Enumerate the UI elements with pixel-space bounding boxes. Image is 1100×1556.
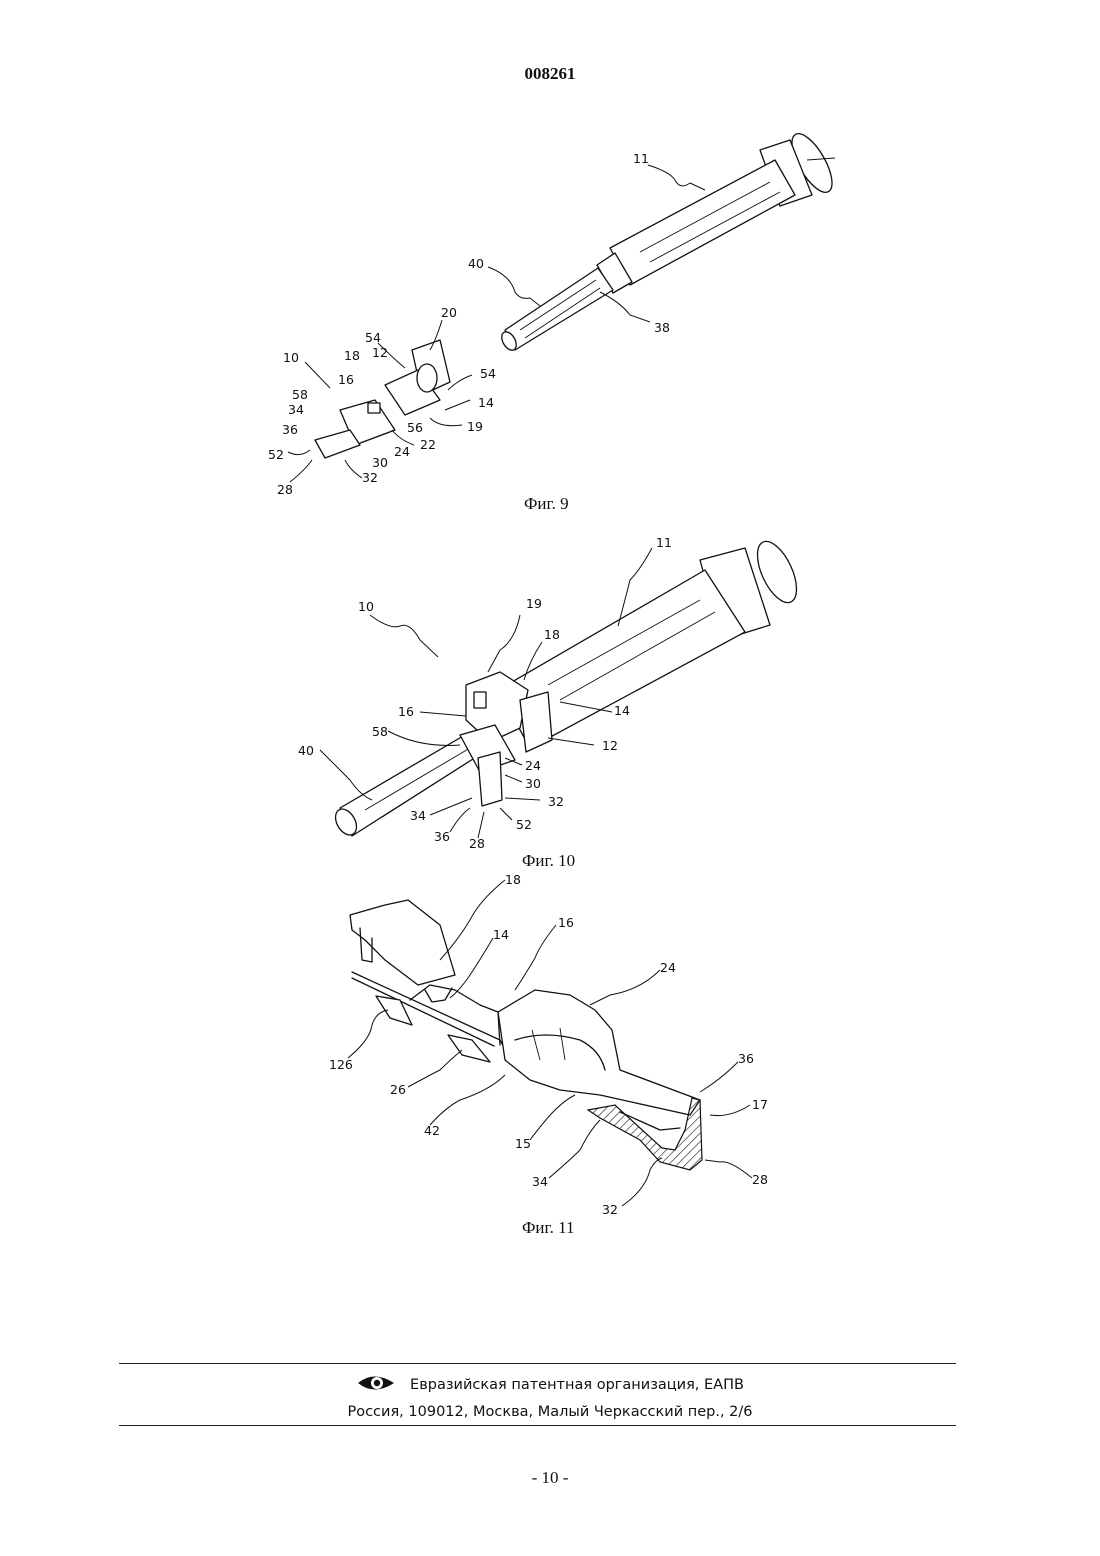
fig9-label-14: 14: [478, 395, 494, 410]
figure-11-drawing: 18 14 16 24 126 26 36 42 17 15 34 28 32: [0, 868, 1100, 1218]
fig9-label-36: 36: [282, 422, 298, 437]
footer-address: Россия, 109012, Москва, Малый Черкасский…: [0, 1404, 1100, 1420]
fig11-label-42: 42: [424, 1123, 440, 1138]
fig9-syringe: [499, 128, 840, 353]
footer-organization: Евразийская патентная организация, ЕАПВ: [410, 1377, 744, 1393]
fig9-label-20: 20: [441, 305, 457, 320]
fig9-label-58: 58: [292, 387, 308, 402]
fig10-label-19: 19: [526, 596, 542, 611]
fig10-label-18: 18: [544, 627, 560, 642]
fig9-label-32: 32: [362, 470, 378, 485]
eye-logo-icon: [356, 1372, 396, 1398]
fig10-label-11: 11: [656, 535, 672, 550]
fig9-label-54b: 54: [480, 366, 496, 381]
fig9-label-40: 40: [468, 256, 484, 271]
fig10-label-58: 58: [372, 724, 388, 739]
fig10-label-34: 34: [410, 808, 426, 823]
fig10-label-24: 24: [525, 758, 541, 773]
fig9-label-38: 38: [654, 320, 670, 335]
fig10-label-52: 52: [516, 817, 532, 832]
fig10-label-12: 12: [602, 738, 618, 753]
figure-10-drawing: 11 19 10 18 16 14 58 40 12 24 30 34 32 3…: [0, 530, 1100, 850]
fig9-label-22: 22: [420, 437, 436, 452]
fig9-label-24: 24: [394, 444, 410, 459]
fig9-label-56: 56: [407, 420, 423, 435]
page-number: - 10 -: [0, 1468, 1100, 1488]
fig10-label-32: 32: [548, 794, 564, 809]
fig9-label-19: 19: [467, 419, 483, 434]
fig10-label-14: 14: [614, 703, 630, 718]
footer-bottom-rule: [119, 1425, 956, 1426]
figure-9-drawing: 11 40 38 20 54 12 18 10 16 54 14 58 34 5…: [0, 120, 1100, 500]
fig11-section-view: [350, 900, 702, 1170]
fig11-label-28: 28: [752, 1172, 768, 1187]
fig9-label-54a: 54: [365, 330, 381, 345]
fig9-label-18: 18: [344, 348, 360, 363]
fig11-label-16: 16: [558, 915, 574, 930]
fig11-label-18: 18: [505, 872, 521, 887]
fig9-label-52: 52: [268, 447, 284, 462]
fig10-label-28: 28: [469, 836, 485, 850]
fig11-label-126: 126: [329, 1057, 353, 1072]
fig9-label-28: 28: [277, 482, 293, 497]
fig11-label-17: 17: [752, 1097, 768, 1112]
fig9-label-30: 30: [372, 455, 388, 470]
fig9-label-12: 12: [372, 345, 388, 360]
fig11-label-26: 26: [390, 1082, 406, 1097]
fig9-label-34: 34: [288, 402, 304, 417]
fig11-label-34: 34: [532, 1174, 548, 1189]
fig10-label-10: 10: [358, 599, 374, 614]
fig10-label-30: 30: [525, 776, 541, 791]
fig11-label-15: 15: [515, 1136, 531, 1151]
fig9-label-11: 11: [633, 151, 649, 166]
fig11-label-14: 14: [493, 927, 509, 942]
fig9-label-10: 10: [283, 350, 299, 365]
fig11-label-24: 24: [660, 960, 676, 975]
fig9-label-16: 16: [338, 372, 354, 387]
footer-organization-line: Евразийская патентная организация, ЕАПВ: [0, 1372, 1100, 1398]
fig11-label-36: 36: [738, 1051, 754, 1066]
fig10-label-36: 36: [434, 829, 450, 844]
fig11-label-32: 32: [602, 1202, 618, 1217]
fig10-label-16: 16: [398, 704, 414, 719]
fig10-syringe: [331, 536, 804, 839]
patent-number: 008261: [0, 64, 1100, 84]
fig10-label-40: 40: [298, 743, 314, 758]
figure-11-caption: Фиг. 11: [522, 1218, 574, 1238]
footer-top-rule: [119, 1363, 956, 1364]
figure-9-caption: Фиг. 9: [524, 494, 569, 514]
